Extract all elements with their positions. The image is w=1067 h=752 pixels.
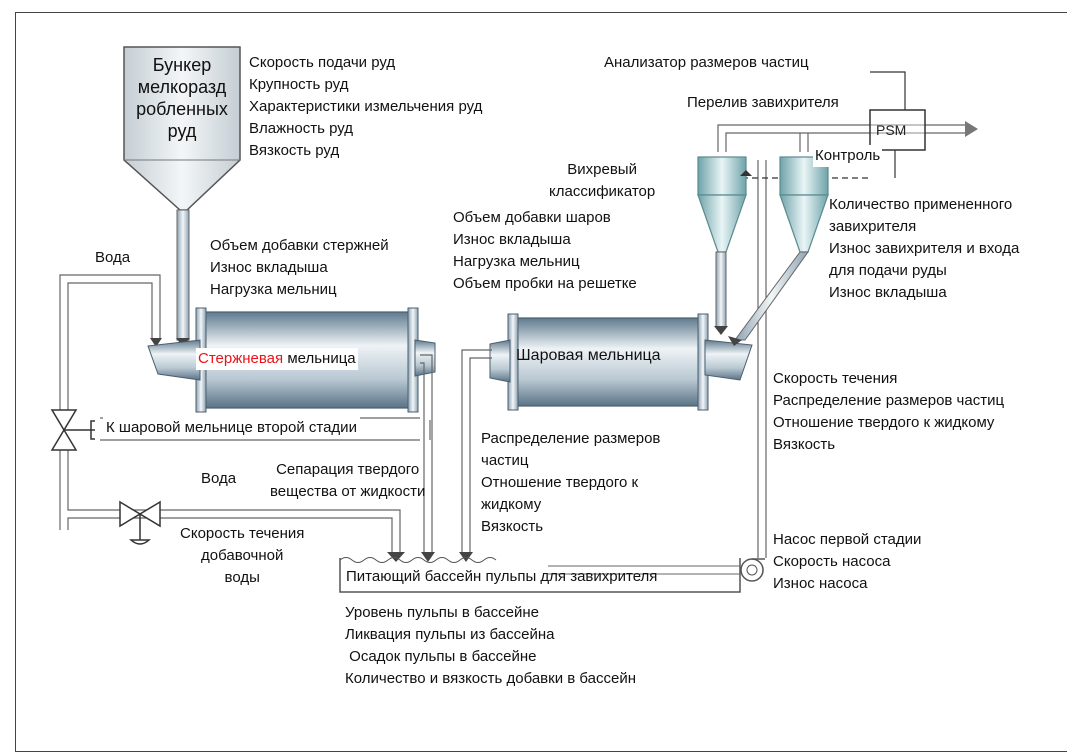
psa-title: Анализатор размеров частиц xyxy=(604,54,809,71)
cyclone-right xyxy=(728,156,829,346)
param-line: завихрителя xyxy=(829,218,917,235)
pump xyxy=(740,558,765,582)
param-line: Объем пробки на решетке xyxy=(453,275,637,292)
ball-mill-label: Шаровая мельница xyxy=(516,347,661,364)
param-line: Объем добавки шаров xyxy=(453,209,611,226)
param-line: Нагрузка мельниц xyxy=(453,253,580,270)
overflow-pipe xyxy=(717,121,978,152)
param-line: частиц xyxy=(481,452,529,469)
separation-line: Сепарация твердого xyxy=(276,461,420,478)
water-pipe-bottom xyxy=(59,450,405,562)
param-line: Износ вкладыша xyxy=(453,231,571,248)
param-line: Крупность руд xyxy=(249,76,349,93)
make-up-water-line: воды xyxy=(224,569,260,586)
water-pipe-top xyxy=(59,274,162,410)
hopper-title-line: мелкоразд xyxy=(137,77,227,97)
rod-mill-name-red: Стержневая xyxy=(198,350,284,367)
make-up-water-line: добавочной xyxy=(201,547,284,564)
cyclone-feed-pipe xyxy=(757,160,767,558)
param-line: Осадок пульпы в бассейне xyxy=(345,648,537,665)
ball-discharge-params: Распределение размеров частиц Отношение … xyxy=(481,428,660,538)
hopper-title-line: руд xyxy=(167,121,197,141)
make-up-water-label: Скорость течения добавочной воды xyxy=(180,523,304,589)
param-line: Вязкость руд xyxy=(249,142,340,159)
param-line: Распределение размеров xyxy=(481,430,661,447)
overflow-label: Перелив завихрителя xyxy=(687,94,839,111)
param-line: Нагрузка мельниц xyxy=(210,281,337,298)
cyclone-params: Количество примененного завихрителя Изно… xyxy=(829,194,1019,304)
valve-lower xyxy=(119,500,161,545)
separation-line: вещества от жидкости xyxy=(270,483,426,500)
to-second-stage-label: К шаровой мельнице второй стадии xyxy=(103,417,360,439)
param-line: Насос первой стадии xyxy=(773,531,922,548)
control-label: Контроль xyxy=(813,145,883,167)
param-line: Характеристики измельчения руд xyxy=(249,98,483,115)
param-line: Количество и вязкость добавки в бассейн xyxy=(345,670,636,687)
param-line: Распределение размеров частиц xyxy=(773,392,1005,409)
valve-upper xyxy=(50,409,95,451)
psm-box-label: PSM xyxy=(876,122,907,138)
cyclone-line: классификатор xyxy=(549,183,656,200)
param-line: Износ насоса xyxy=(773,575,868,592)
param-line: Скорость подачи руд xyxy=(249,54,396,71)
cyclone-left xyxy=(697,156,752,335)
param-line: Объем добавки стержней xyxy=(210,237,389,254)
param-line: Вязкость xyxy=(773,436,836,453)
param-line: Количество примененного xyxy=(829,196,1013,213)
sump xyxy=(339,557,741,593)
separation-label: Сепарация твердого вещества от жидкости xyxy=(270,459,425,503)
hopper-params: Скорость подачи руд Крупность руд Характ… xyxy=(249,52,482,162)
param-line: жидкому xyxy=(481,496,542,513)
param-line: Отношение твердого к жидкому xyxy=(773,414,995,431)
hopper xyxy=(123,46,241,347)
water-label-mid: Вода xyxy=(201,470,237,487)
hopper-title-line: Бункер xyxy=(152,55,212,75)
param-line: Отношение твердого к xyxy=(481,474,639,491)
make-up-water-line: Скорость течения xyxy=(180,525,305,542)
rod-mill-label: Стержневая мельница xyxy=(196,348,358,370)
param-line: Износ завихрителя и входа xyxy=(829,240,1020,257)
ball-mill xyxy=(489,313,753,411)
pump-params: Насос первой стадии Скорость насоса Изно… xyxy=(773,529,921,595)
cyclone-line: Вихревый xyxy=(567,161,637,178)
param-line: Влажность руд xyxy=(249,120,354,137)
psm-analyzer xyxy=(742,71,926,179)
hopper-title-line: робленных xyxy=(136,99,228,119)
param-line: Скорость насоса xyxy=(773,553,891,570)
param-line: Скорость течения xyxy=(773,370,898,387)
param-line: Уровень пульпы в бассейне xyxy=(345,604,539,621)
cyclone-label: Вихревый классификатор xyxy=(549,159,655,203)
param-line: для подачи руды xyxy=(829,262,947,279)
rod-mill-params: Объем добавки стержней Износ вкладыша На… xyxy=(210,235,389,301)
hopper-title: Бункер мелкоразд робленных руд xyxy=(124,54,240,142)
water-label-top: Вода xyxy=(95,249,131,266)
sump-params: Уровень пульпы в бассейне Ликвация пульп… xyxy=(345,602,636,690)
sump-label: Питающий бассейн пульпы для завихрителя xyxy=(346,568,658,585)
rod-mill-discharge-pipe xyxy=(420,354,435,562)
feed-params: Скорость течения Распределение размеров … xyxy=(773,368,1004,456)
rod-mill-name-rest: мельница xyxy=(283,350,356,367)
param-line: Ликвация пульпы из бассейна xyxy=(345,626,555,643)
param-line: Износ вкладыша xyxy=(210,259,328,276)
param-line: Вязкость xyxy=(481,518,544,535)
param-line: Износ вкладыша xyxy=(829,284,947,301)
ball-mill-params: Объем добавки шаров Износ вкладыша Нагру… xyxy=(453,207,637,295)
